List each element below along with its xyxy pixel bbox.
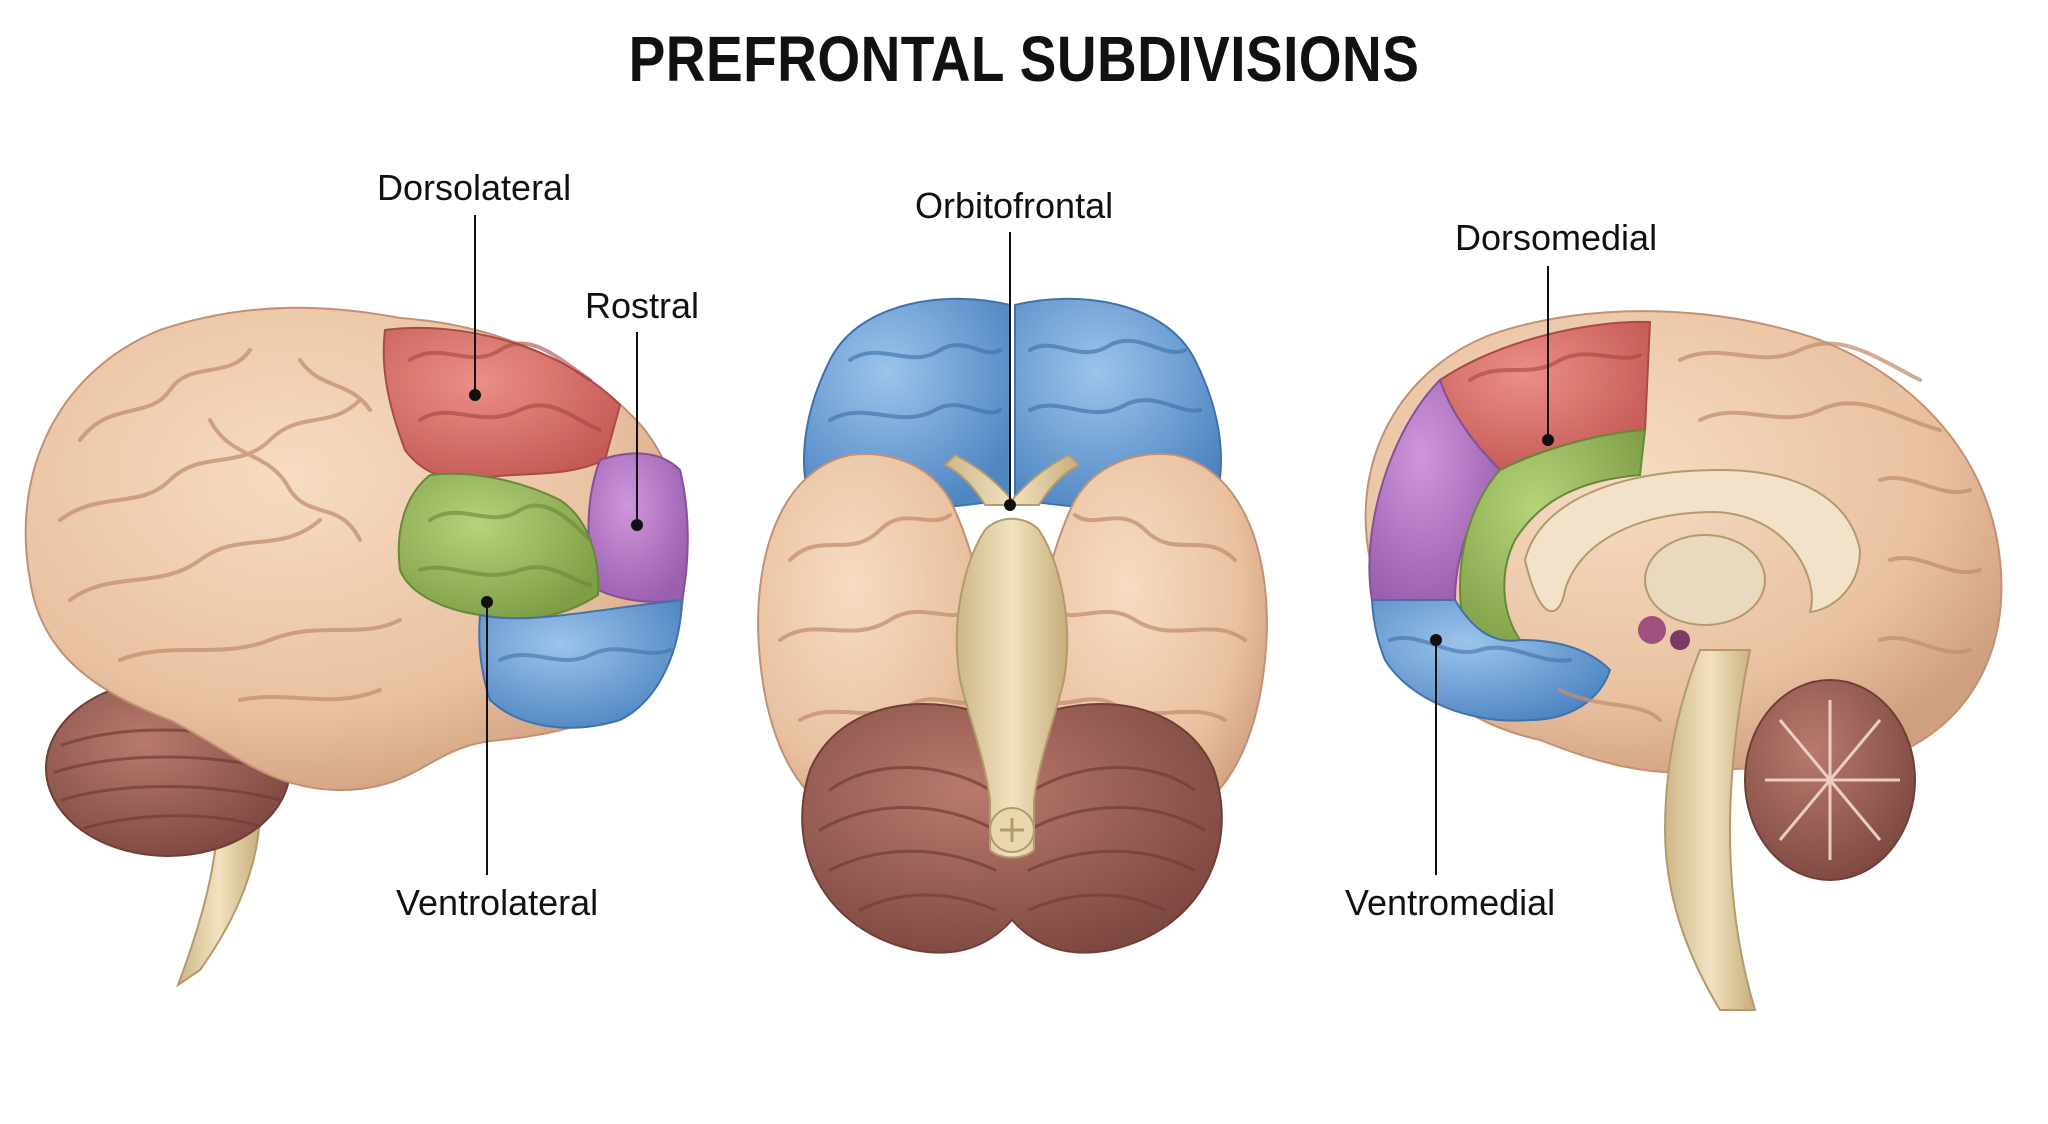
label-dorsolateral-group: Dorsolateral xyxy=(377,167,571,401)
label-dorsomedial-group: Dorsomedial xyxy=(1455,217,1657,446)
medial-brain-view xyxy=(1364,310,2003,1011)
label-rostral-group: Rostral xyxy=(585,285,699,531)
label-ventromedial: Ventromedial xyxy=(1345,882,1555,923)
label-orbitofrontal: Orbitofrontal xyxy=(915,185,1113,226)
label-ventrolateral-group: Ventrolateral xyxy=(396,596,598,923)
leader-dot-dorsolateral xyxy=(469,389,481,401)
leader-dot-rostral xyxy=(631,519,643,531)
label-dorsomedial: Dorsomedial xyxy=(1455,217,1657,258)
label-rostral: Rostral xyxy=(585,285,699,326)
ventral-brain-view xyxy=(757,297,1268,954)
diagram-title: PREFRONTAL SUBDIVISIONS xyxy=(628,23,1420,95)
label-orbitofrontal-group: Orbitofrontal xyxy=(915,185,1113,511)
label-dorsolateral: Dorsolateral xyxy=(377,167,571,208)
label-ventromedial-group: Ventromedial xyxy=(1345,634,1555,923)
leader-dot-orbitofrontal xyxy=(1004,499,1016,511)
leader-dot-dorsomedial xyxy=(1542,434,1554,446)
label-ventrolateral: Ventrolateral xyxy=(396,882,598,923)
